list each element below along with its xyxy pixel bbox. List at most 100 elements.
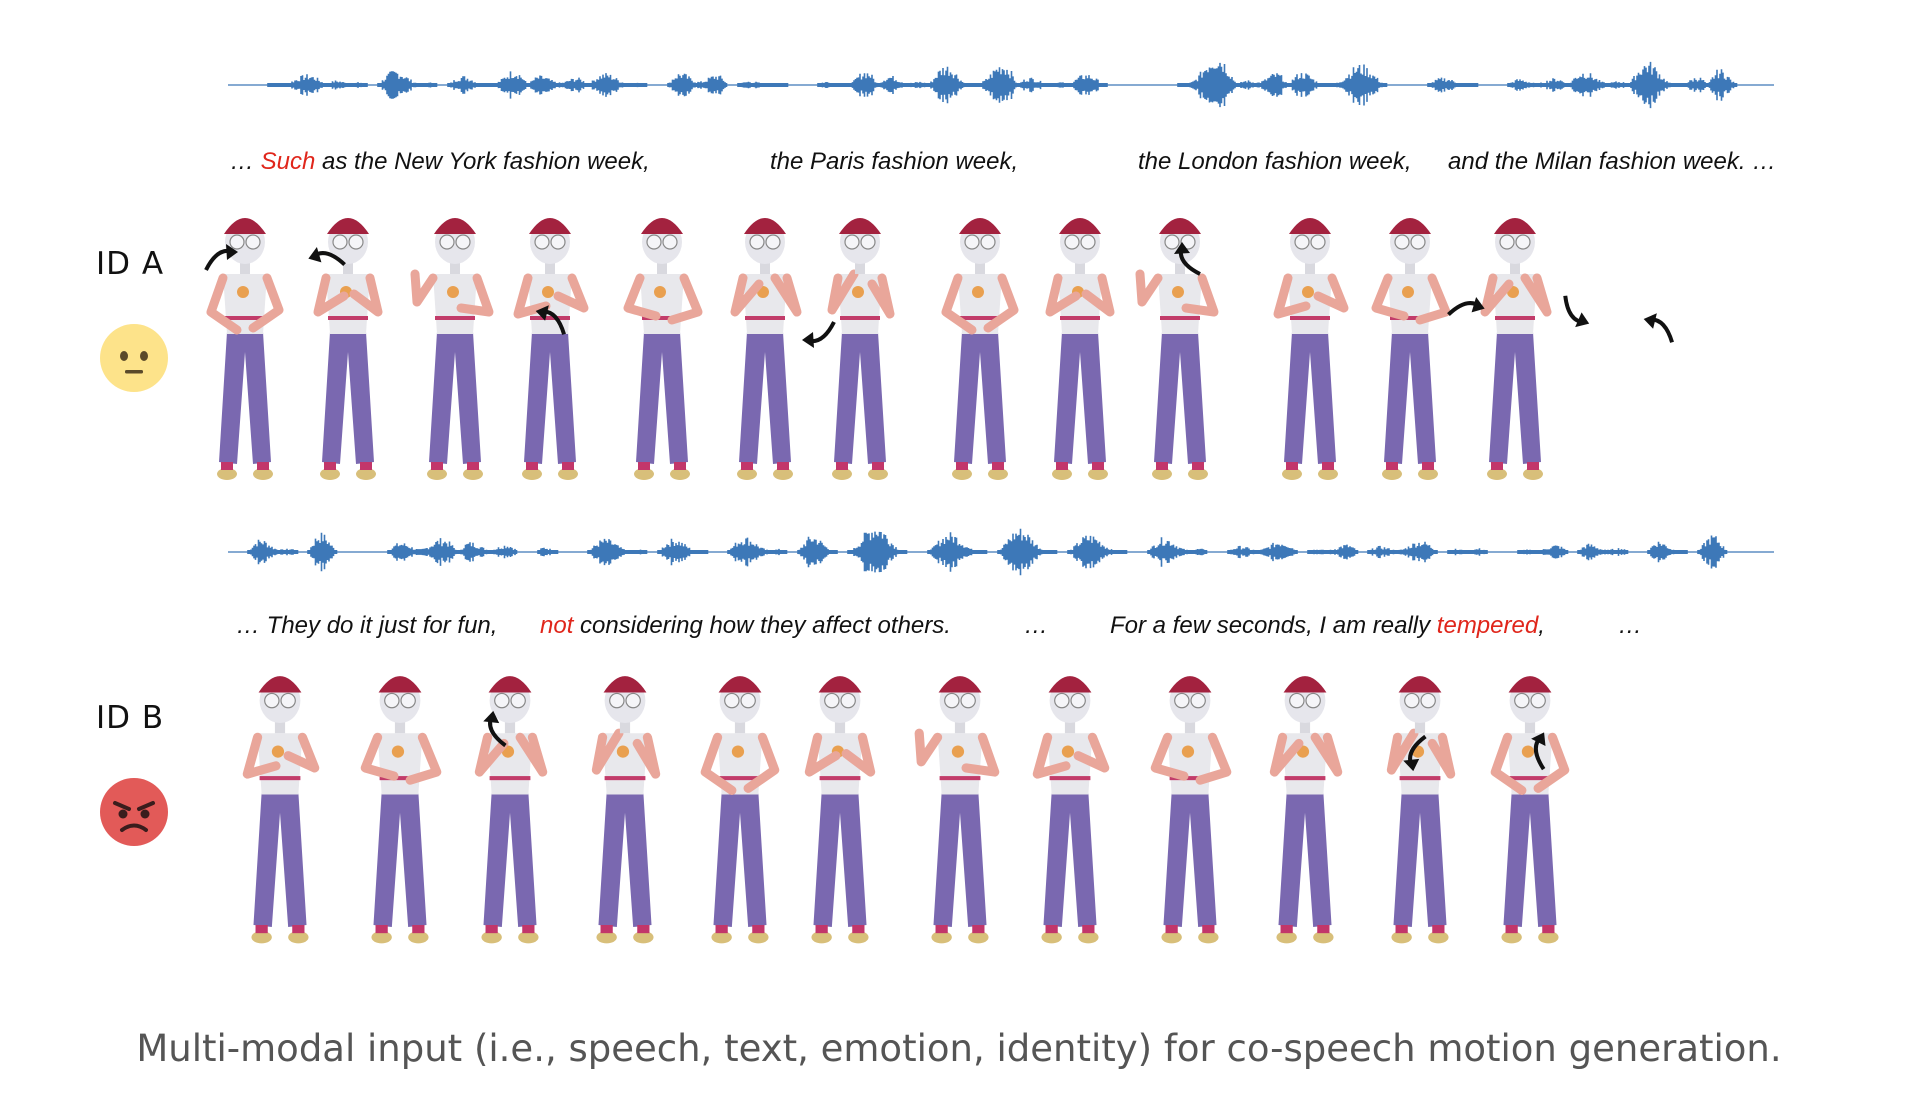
avatar-neck: [240, 260, 250, 274]
transcript-b-segment-2: not considering how they affect others.: [540, 612, 951, 639]
avatar-waistband: [960, 316, 1000, 320]
avatar-pants: [933, 792, 987, 928]
avatar-sock: [1422, 462, 1434, 470]
avatar-arm: [513, 273, 551, 319]
motion-arrow-icon: [1643, 313, 1674, 343]
avatar-pants: [713, 792, 767, 928]
avatar-sock: [1202, 925, 1215, 934]
avatar-shoe: [968, 931, 989, 944]
arrow-head: [1531, 732, 1546, 746]
avatar-eye: [844, 234, 860, 250]
avatar-shoe: [1052, 468, 1072, 480]
avatar-torso: [433, 274, 477, 334]
avatar-waistband: [1509, 776, 1551, 781]
avatar-helmet: [434, 218, 476, 234]
avatar-shoe: [558, 468, 578, 480]
avatar-helmet: [1159, 218, 1201, 234]
avatar-arm: [1427, 732, 1456, 779]
arrow-head: [1575, 312, 1590, 328]
avatar-arm: [1533, 732, 1570, 793]
avatar-eye: [840, 692, 856, 709]
avatar-eye: [1164, 234, 1180, 250]
avatar-shoe: [634, 468, 654, 480]
avatar-sock: [852, 925, 865, 934]
avatar-eye: [534, 234, 550, 250]
avatar-sock: [992, 462, 1004, 470]
arrow-head: [1643, 313, 1657, 329]
avatar-eye: [1190, 692, 1206, 709]
avatar-arm: [456, 273, 494, 317]
avatar-eye: [960, 692, 976, 709]
avatar-sock: [972, 925, 985, 934]
avatar-arm: [206, 273, 242, 335]
avatar-waistband: [1390, 316, 1430, 320]
avatar-arm: [961, 732, 1000, 777]
avatar-neck: [619, 718, 631, 734]
avatar-sock: [1395, 925, 1408, 934]
avatar-eye: [510, 692, 526, 709]
avatar-shoe: [670, 468, 690, 480]
avatar-pants: [219, 332, 271, 464]
avatar-waistband: [489, 776, 531, 781]
angry-face-icon: [100, 778, 168, 846]
avatar-arm: [983, 273, 1019, 333]
avatar-helmet: [488, 676, 532, 693]
avatar-eye: [740, 692, 756, 709]
avatar-shoe: [427, 468, 447, 480]
avatar-shoe: [773, 468, 793, 480]
avatar-sock: [1192, 462, 1204, 470]
avatar-sock: [1156, 462, 1168, 470]
motion-arrow-icon: [1563, 295, 1590, 328]
avatar-shoe: [481, 931, 502, 944]
avatar-sock: [360, 462, 372, 470]
motion-arrow-icon: [1403, 734, 1427, 772]
avatar-waistband: [259, 776, 301, 781]
avatar-eye: [860, 234, 876, 250]
motion-arrow-icon: [802, 321, 836, 348]
waveform-signal: [267, 61, 1738, 109]
avatar-shoe: [832, 468, 852, 480]
avatar-waistband: [819, 776, 861, 781]
motion-arrow-icon: [483, 710, 507, 748]
avatar-eye: [765, 234, 781, 250]
avatar-shoe: [1487, 468, 1507, 480]
avatar-shoe: [1391, 931, 1412, 944]
avatar-row-b: [242, 676, 1570, 944]
avatar-arm: [242, 732, 281, 779]
avatar-neck: [1305, 260, 1315, 274]
avatar-sock: [1505, 925, 1518, 934]
arrow-shaft: [1563, 295, 1586, 325]
avatar-sock: [255, 925, 268, 934]
avatar-sock: [1317, 925, 1330, 934]
avatar-eye: [1070, 692, 1086, 709]
avatar-arm: [667, 273, 703, 325]
avatar-chest-badge: [1181, 745, 1195, 758]
avatar-shoe: [633, 931, 654, 944]
avatar-shoe: [1161, 931, 1182, 944]
avatar-chest-badge: [271, 745, 285, 758]
avatar-eye: [662, 234, 678, 250]
avatar-eye: [1310, 234, 1326, 250]
avatar-shoe: [748, 931, 769, 944]
avatar-waistband: [379, 776, 421, 781]
avatar-shoe: [251, 931, 272, 944]
avatar-shoe: [1318, 468, 1338, 480]
avatar-sock: [777, 462, 789, 470]
avatar-sock: [815, 925, 828, 934]
avatar-pants: [429, 332, 481, 464]
avatar-shoe: [931, 931, 952, 944]
avatar-shoe: [737, 468, 757, 480]
avatar-neck: [734, 718, 746, 734]
avatar-eye: [824, 692, 840, 709]
avatar-eye: [964, 234, 980, 250]
avatar-helmet: [839, 218, 881, 234]
avatar-eye: [1420, 692, 1436, 709]
avatar-pants: [1043, 792, 1097, 928]
avatar-arm: [770, 273, 802, 317]
figure-caption: Multi-modal input (i.e., speech, text, e…: [136, 1027, 1782, 1070]
avatar-helmet: [378, 676, 422, 693]
arrow-head: [483, 710, 500, 724]
avatar-chest-badge: [391, 745, 405, 758]
avatar-helmet: [1389, 218, 1431, 234]
